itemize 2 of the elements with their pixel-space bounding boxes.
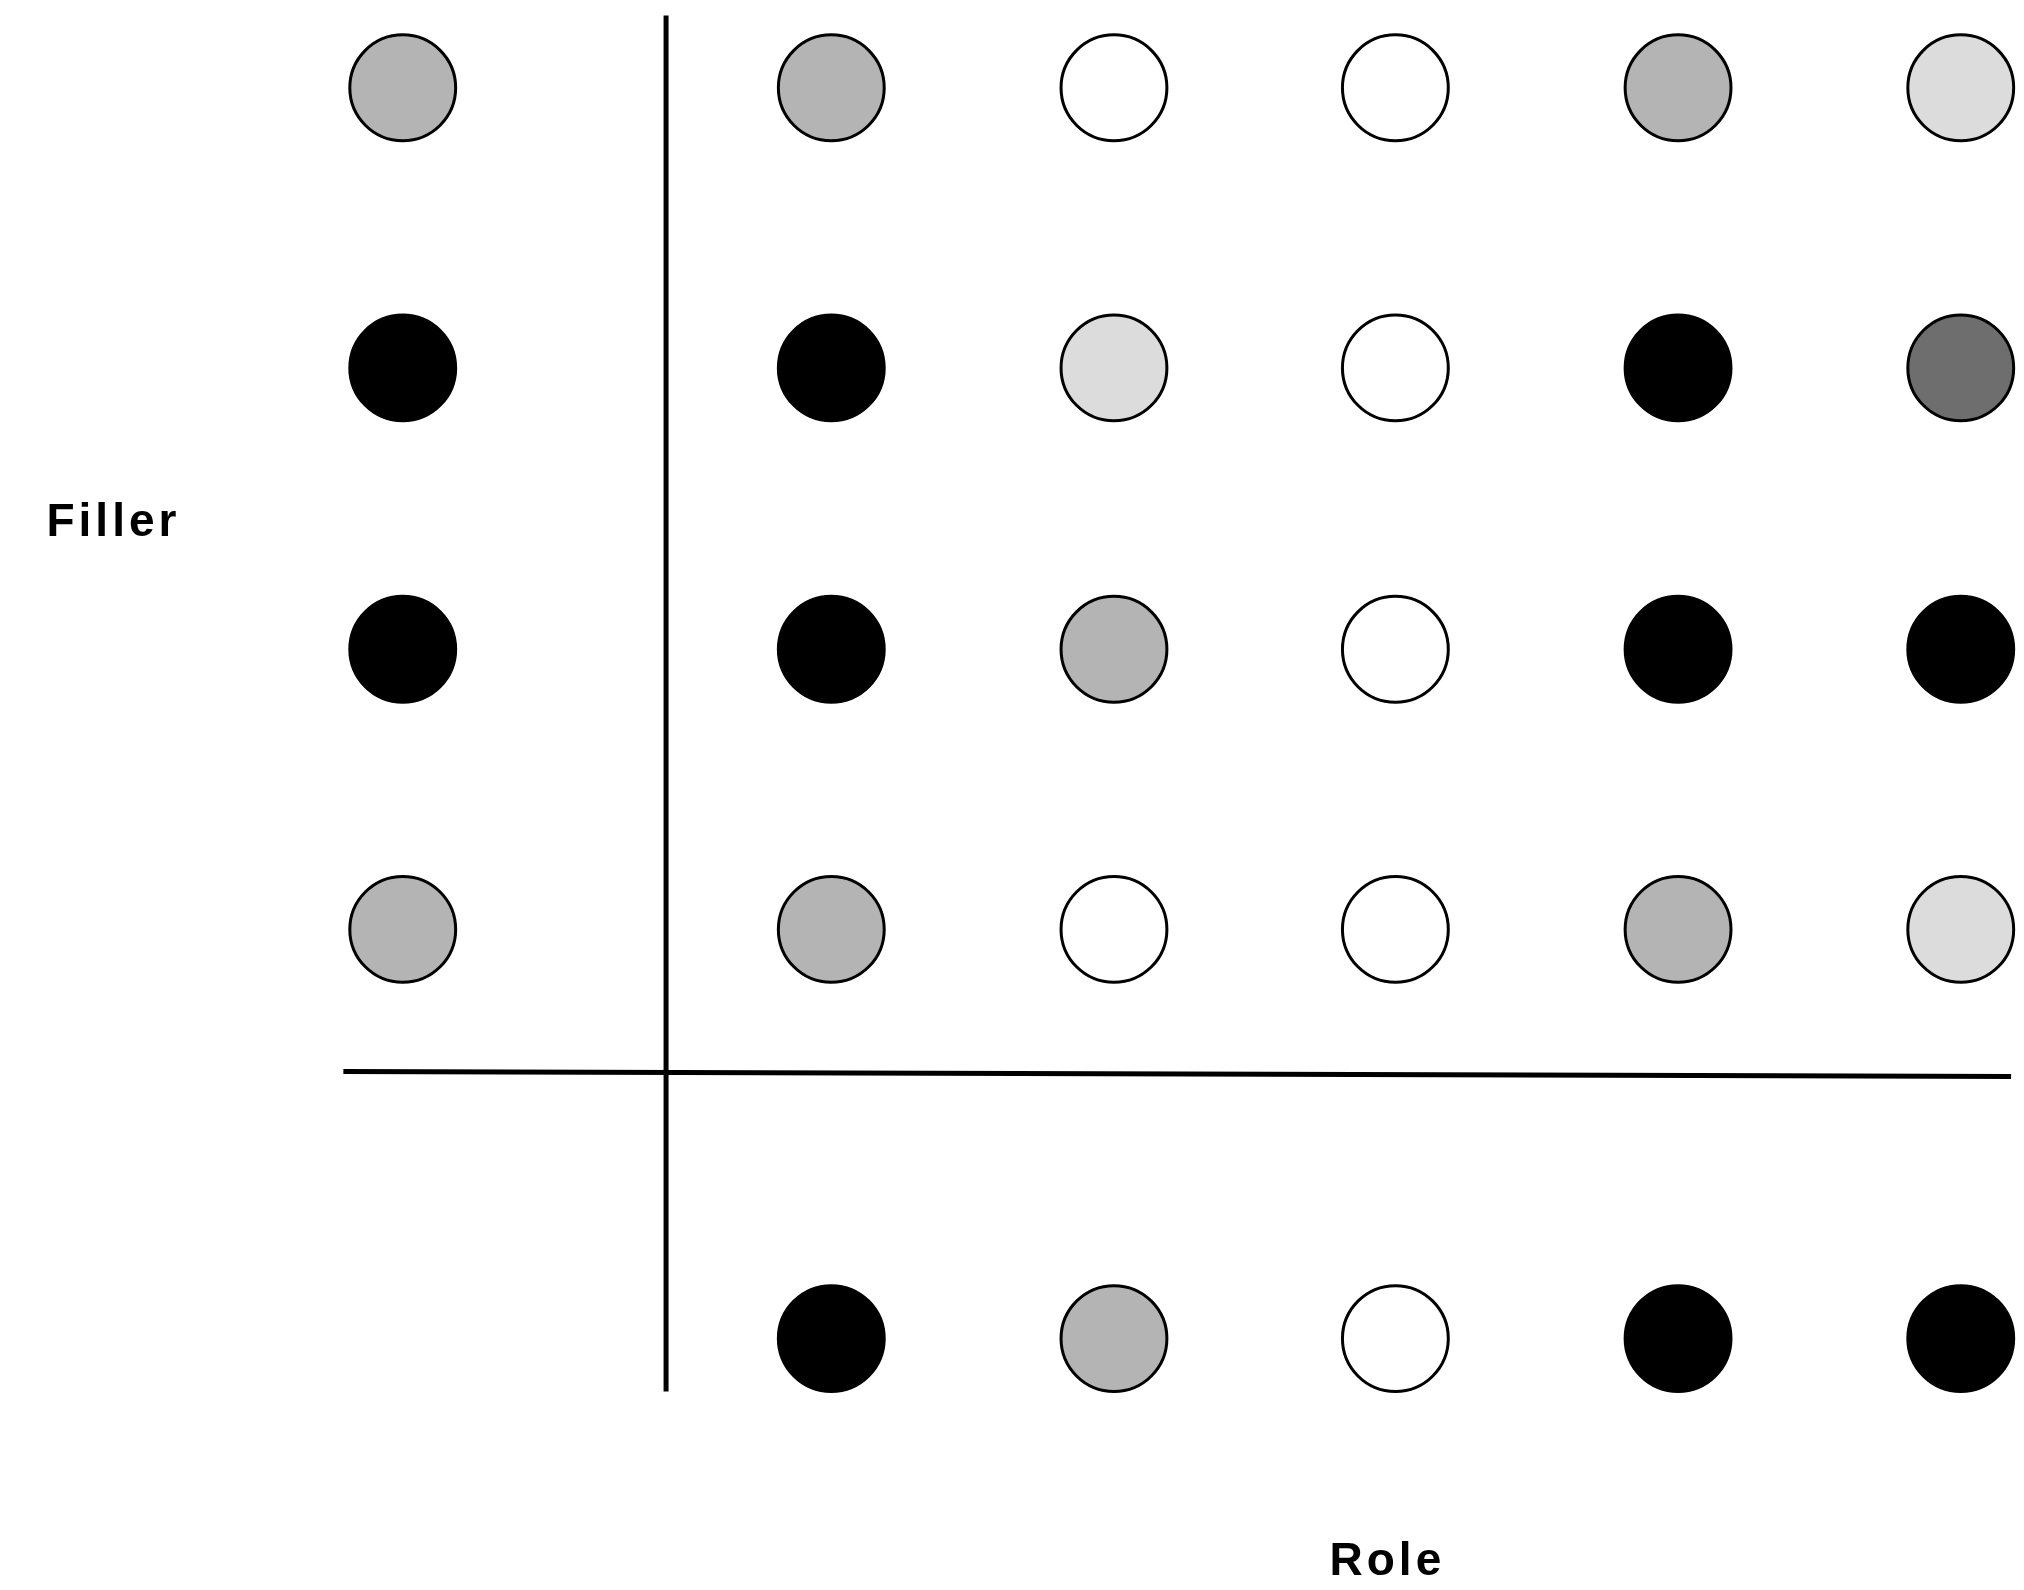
- axis-label: Role: [1329, 1536, 1446, 1583]
- axis-label: Filler: [46, 496, 181, 543]
